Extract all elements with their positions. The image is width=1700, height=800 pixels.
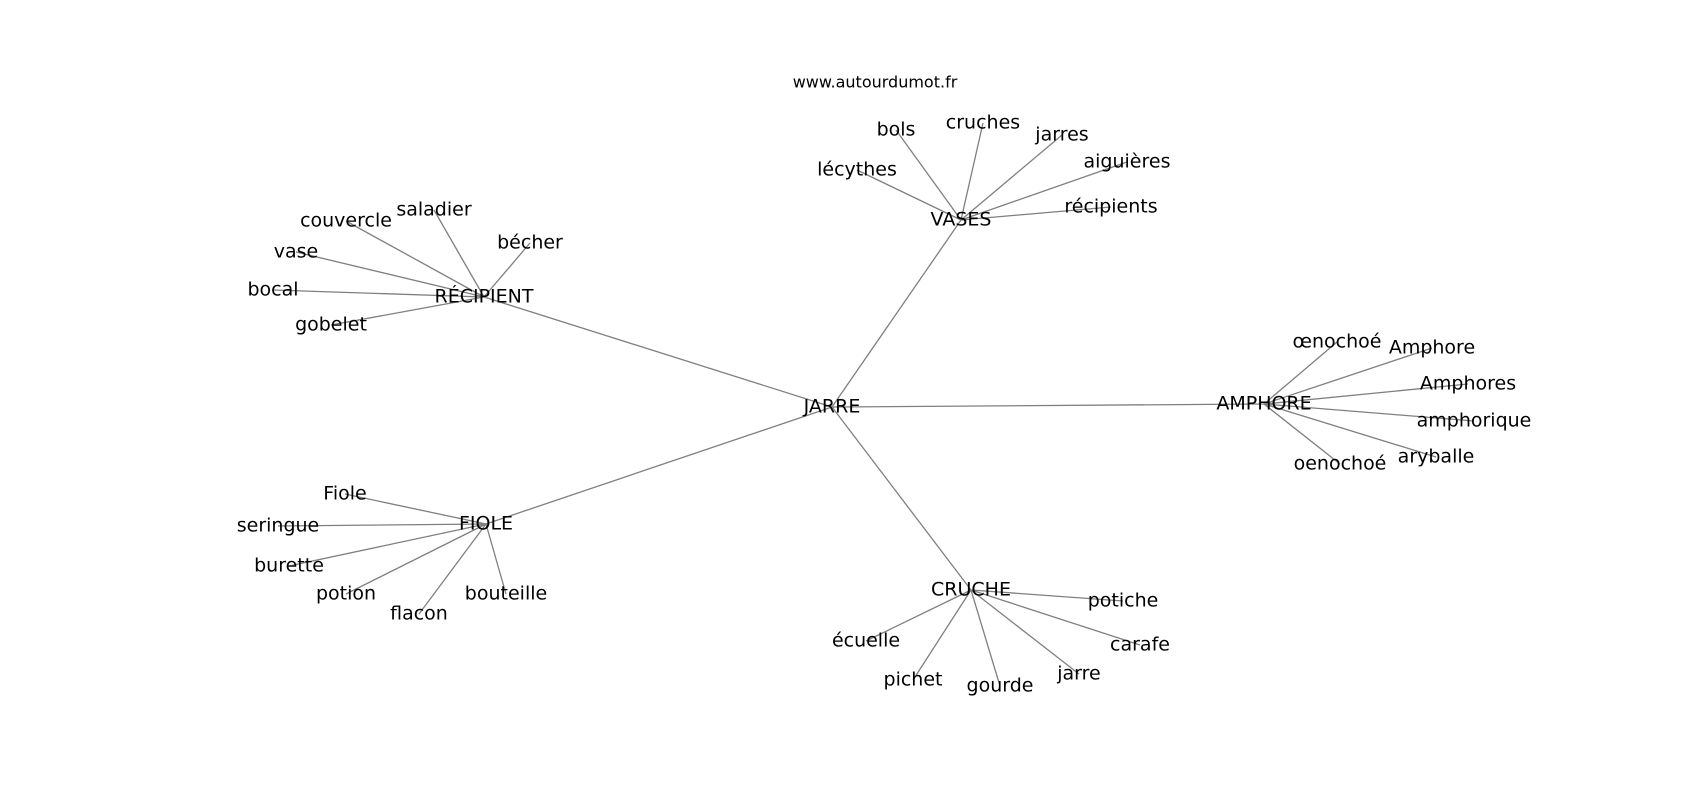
center-node-label: JARRE: [803, 396, 861, 418]
edge-hub-to-word: [295, 251, 485, 298]
word-node-label: saladier: [396, 199, 471, 221]
word-node-label: cruches: [946, 112, 1020, 134]
hub-node-label: VASES: [931, 209, 992, 231]
word-node-label: bocal: [247, 279, 298, 301]
word-node-label: amphorique: [1417, 410, 1532, 432]
word-node-label: lécythes: [817, 159, 897, 181]
edge-center-to-hub: [483, 296, 833, 408]
word-node-label: burette: [254, 555, 324, 577]
edge-hub-to-word: [1263, 383, 1469, 405]
edge-hub-to-word: [433, 209, 485, 298]
word-node-label: gourde: [967, 675, 1034, 697]
edge-hub-to-word: [970, 589, 1080, 675]
word-node-label: oenochoé: [1294, 453, 1387, 475]
word-node-label: carafe: [1110, 634, 1170, 656]
edge-hub-to-word: [970, 589, 1124, 602]
edge-hub-to-word: [288, 523, 487, 567]
word-node-label: aryballe: [1398, 446, 1475, 468]
word-node-label: bécher: [497, 232, 563, 254]
edge-hub-to-word: [1263, 341, 1338, 405]
edge-hub-to-word: [344, 493, 487, 525]
edge-hub-to-word: [345, 523, 487, 595]
edge-hub-to-word: [970, 589, 1001, 687]
word-node-label: seringue: [237, 515, 320, 537]
edges-layer: [272, 122, 1475, 687]
edge-hub-to-word: [856, 169, 962, 221]
edge-hub-to-word: [865, 589, 972, 642]
edge-hub-to-word: [1263, 347, 1433, 405]
word-node-label: jarres: [1034, 124, 1088, 146]
word-node-label: vase: [274, 241, 318, 263]
watermark-text: www.autourdumot.fr: [793, 73, 958, 92]
labels-layer: JARRE VASES lécythes bols cruches jarres aigui…: [237, 112, 1532, 697]
word-node-label: flacon: [390, 603, 448, 625]
edge-hub-to-word: [330, 296, 485, 326]
hub-node-label: FIOLE: [459, 513, 513, 535]
edge-center-to-hub: [485, 406, 833, 525]
word-node-label: potion: [316, 583, 376, 605]
edge-center-to-hub: [831, 406, 972, 591]
edge-hub-to-word: [970, 589, 1141, 646]
hub-node-label: CRUCHE: [931, 579, 1011, 601]
word-node-label: Amphore: [1389, 337, 1475, 359]
word-node-label: œnochoé: [1293, 331, 1382, 353]
edge-hub-to-word: [960, 206, 1112, 221]
edge-hub-to-word: [483, 242, 531, 298]
word-node-label: Amphores: [1420, 373, 1516, 395]
word-node-label: aiguières: [1084, 151, 1171, 173]
word-node-label: jarre: [1056, 663, 1100, 685]
word-node-label: couvercle: [300, 210, 392, 232]
hub-node-label: RÉCIPIENT: [435, 285, 534, 308]
edge-hub-to-word: [960, 122, 984, 221]
edge-hub-to-word: [960, 161, 1128, 221]
edge-hub-to-word: [960, 134, 1063, 221]
edge-hub-to-word: [272, 289, 485, 298]
edge-hub-to-word: [1263, 403, 1437, 458]
word-node-label: bouteille: [465, 583, 547, 605]
edge-hub-to-word: [912, 589, 972, 681]
edge-center-to-hub: [831, 219, 962, 408]
word-node-label: Fiole: [323, 483, 366, 505]
word-node-label: pichet: [884, 669, 943, 691]
edge-hub-to-word: [418, 523, 487, 615]
edge-hub-to-word: [895, 129, 962, 221]
edge-hub-to-word: [277, 523, 487, 527]
edge-hub-to-word: [1263, 403, 1475, 422]
word-node-label: bols: [877, 119, 916, 141]
word-node-label: récipients: [1064, 196, 1157, 218]
edge-hub-to-word: [485, 523, 507, 595]
word-node-label: écuelle: [832, 630, 900, 652]
word-node-label: potiche: [1088, 590, 1159, 612]
hub-node-label: AMPHORE: [1216, 393, 1311, 415]
word-node-label: gobelet: [295, 314, 367, 336]
edge-hub-to-word: [345, 220, 485, 298]
edge-center-to-hub: [831, 403, 1265, 408]
edge-hub-to-word: [1263, 403, 1341, 465]
